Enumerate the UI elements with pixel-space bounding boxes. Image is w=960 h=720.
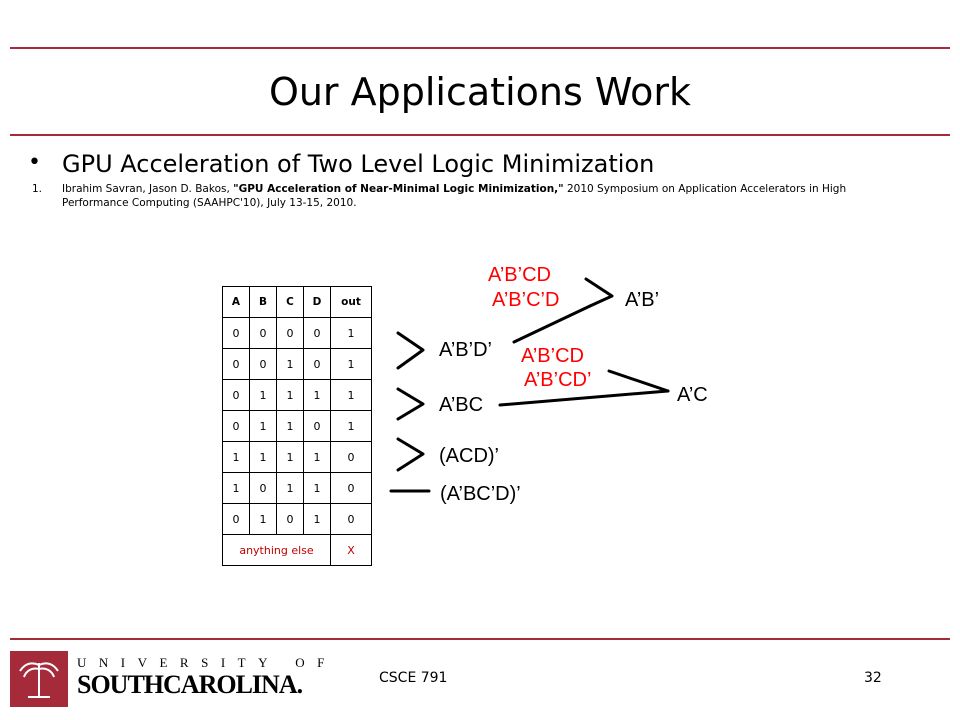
table-cell: 1 bbox=[330, 410, 372, 442]
table-cell: 0 bbox=[222, 503, 250, 535]
term-t4: (A’BC’D)’ bbox=[440, 483, 521, 505]
result-term-2: A’C bbox=[677, 384, 708, 406]
table-cell: 1 bbox=[276, 410, 304, 442]
reference-paper-title: "GPU Acceleration of Near-Minimal Logic … bbox=[233, 183, 564, 195]
bullet-text: GPU Acceleration of Two Level Logic Mini… bbox=[62, 150, 655, 178]
reference: 1. Ibrahim Savran, Jason D. Bakos, "GPU … bbox=[32, 182, 912, 210]
dont-care-value: X bbox=[330, 534, 372, 566]
bracket-2 bbox=[396, 387, 425, 421]
logo-south-carolina: SOUTHCAROLINA. bbox=[77, 670, 303, 699]
top-rule bbox=[10, 47, 950, 49]
table-cell: 1 bbox=[303, 472, 331, 504]
bracket-1 bbox=[396, 331, 425, 370]
slide-title: Our Applications Work bbox=[268, 70, 692, 114]
table-cell: 1 bbox=[303, 503, 331, 535]
term-t3: (ACD)’ bbox=[439, 445, 499, 467]
reference-venue: 2010 Symposium on Application Accelerato… bbox=[62, 183, 847, 209]
bracket-3 bbox=[396, 437, 425, 472]
reference-number: 1. bbox=[32, 183, 43, 195]
merge-line-2 bbox=[498, 389, 670, 407]
merge-bracket-2 bbox=[607, 369, 670, 393]
reference-authors: Ibrahim Savran, Jason D. Bakos, bbox=[62, 183, 234, 195]
table-cell: 0 bbox=[303, 317, 331, 349]
table-cell: 0 bbox=[276, 317, 304, 349]
result-term-1: A’B’ bbox=[625, 289, 659, 311]
term-t2: A’BC bbox=[439, 394, 483, 416]
red-term-3: A’B’CD bbox=[521, 345, 584, 367]
footer-course: CSCE 791 bbox=[379, 670, 448, 686]
anything-else-label: anything else bbox=[222, 534, 331, 566]
title-rule bbox=[10, 134, 950, 136]
red-term-4: A’B’CD’ bbox=[524, 369, 591, 391]
table-cell: 1 bbox=[303, 379, 331, 411]
table-cell: 0 bbox=[249, 348, 277, 380]
logo-university-of: UNIVERSITY OF bbox=[77, 655, 337, 670]
footer-rule bbox=[10, 638, 950, 640]
table-cell: 1 bbox=[222, 472, 250, 504]
table-footer-row: anything else X bbox=[222, 534, 372, 566]
red-term-2: A’B’C’D bbox=[492, 289, 559, 311]
header-b: B bbox=[249, 286, 277, 318]
table-cell: 1 bbox=[276, 379, 304, 411]
term-t1: A’B’D’ bbox=[439, 339, 492, 361]
merge-line-1 bbox=[512, 304, 592, 344]
header-c: C bbox=[276, 286, 304, 318]
table-header-row: A B C D out bbox=[222, 286, 372, 318]
page-number: 32 bbox=[864, 670, 882, 686]
red-term-1: A’B’CD bbox=[488, 264, 551, 286]
reference-body: Ibrahim Savran, Jason D. Bakos, "GPU Acc… bbox=[62, 182, 912, 210]
merge-bracket-1 bbox=[584, 277, 614, 308]
university-seal-icon bbox=[10, 651, 68, 707]
table-cell: 1 bbox=[276, 472, 304, 504]
bullet-dot-icon: • bbox=[28, 150, 41, 175]
header-out: out bbox=[330, 286, 372, 318]
